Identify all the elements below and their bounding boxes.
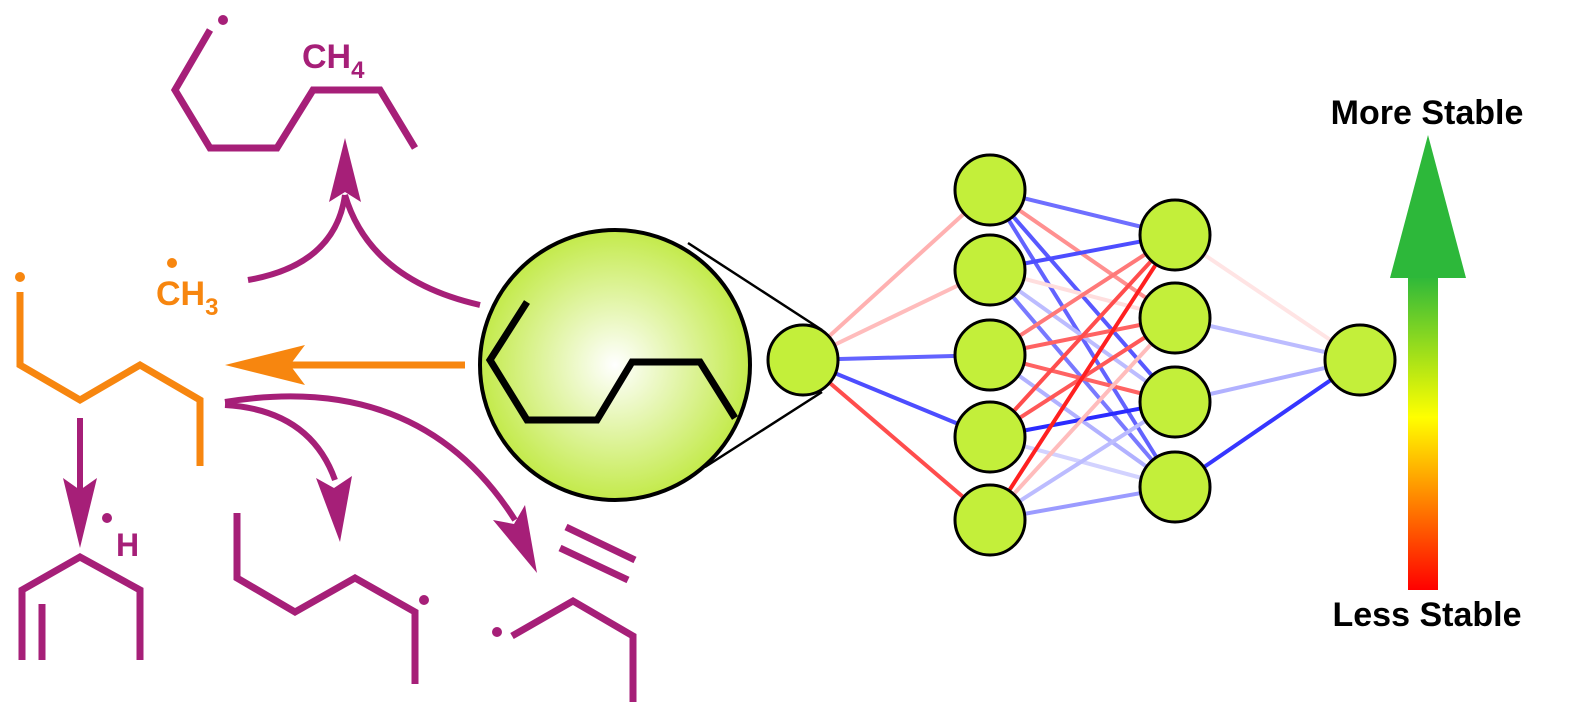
- radical-dot: [167, 258, 177, 268]
- molecule-magnifier: [478, 228, 752, 502]
- hidden-node: [953, 233, 1027, 307]
- arrowhead-icon: [63, 478, 97, 548]
- network-edge: [988, 233, 1177, 439]
- methane-label: CH4: [302, 38, 365, 84]
- zoom-line: [687, 241, 823, 332]
- network-edge: [1173, 358, 1362, 489]
- radical-dot: [492, 627, 502, 637]
- methyl-label: CH3: [156, 275, 218, 321]
- alkyl-radical-structure: [170, 28, 418, 152]
- butene-structure: [18, 552, 144, 660]
- hidden-node: [1138, 365, 1212, 439]
- hidden-node: [1138, 281, 1212, 355]
- network-edge: [988, 316, 1177, 522]
- molecule-skeleton: [485, 300, 738, 424]
- hidden-node: [953, 153, 1027, 227]
- network-edge: [801, 358, 992, 522]
- hidden-node: [1138, 450, 1212, 524]
- radical-dot: [15, 272, 25, 282]
- hidden-node: [953, 318, 1027, 392]
- arrowhead-icon: [493, 505, 537, 573]
- radical-dot: [419, 595, 429, 605]
- more-stable-label: More Stable: [1331, 94, 1524, 132]
- network-edges: [801, 188, 1362, 522]
- output-node: [1323, 323, 1397, 397]
- arrowhead-icon: [225, 345, 305, 385]
- ethylene-structure: [558, 523, 637, 584]
- network-nodes: [766, 153, 1397, 557]
- network-edge: [988, 400, 1177, 522]
- network-edge: [988, 233, 1177, 357]
- hidden-node: [1138, 198, 1212, 272]
- arrowhead-icon: [329, 138, 361, 202]
- hidden-node: [953, 483, 1027, 557]
- stability-arrowhead: [1390, 135, 1466, 278]
- network-edge: [801, 188, 992, 362]
- less-stable-label: Less Stable: [1333, 596, 1522, 634]
- network-edge: [1173, 233, 1362, 362]
- propyl-radical-structure: [510, 596, 637, 702]
- curved-arrows-bottom: [224, 393, 518, 522]
- alkyl-radical-structure-2: [233, 513, 419, 684]
- input-node: [766, 323, 840, 397]
- hydrogen-label: H: [116, 527, 139, 563]
- hidden-node: [953, 400, 1027, 474]
- arrowhead-icon: [316, 476, 352, 542]
- zoom-line: [704, 390, 823, 469]
- radical-dot: [218, 15, 228, 25]
- network-edge: [988, 233, 1177, 522]
- butyl-radical-structure: [16, 292, 204, 466]
- radical-dot: [102, 513, 112, 523]
- stability-gradient-bar: [1408, 276, 1438, 590]
- curved-arrow-up: [247, 194, 481, 308]
